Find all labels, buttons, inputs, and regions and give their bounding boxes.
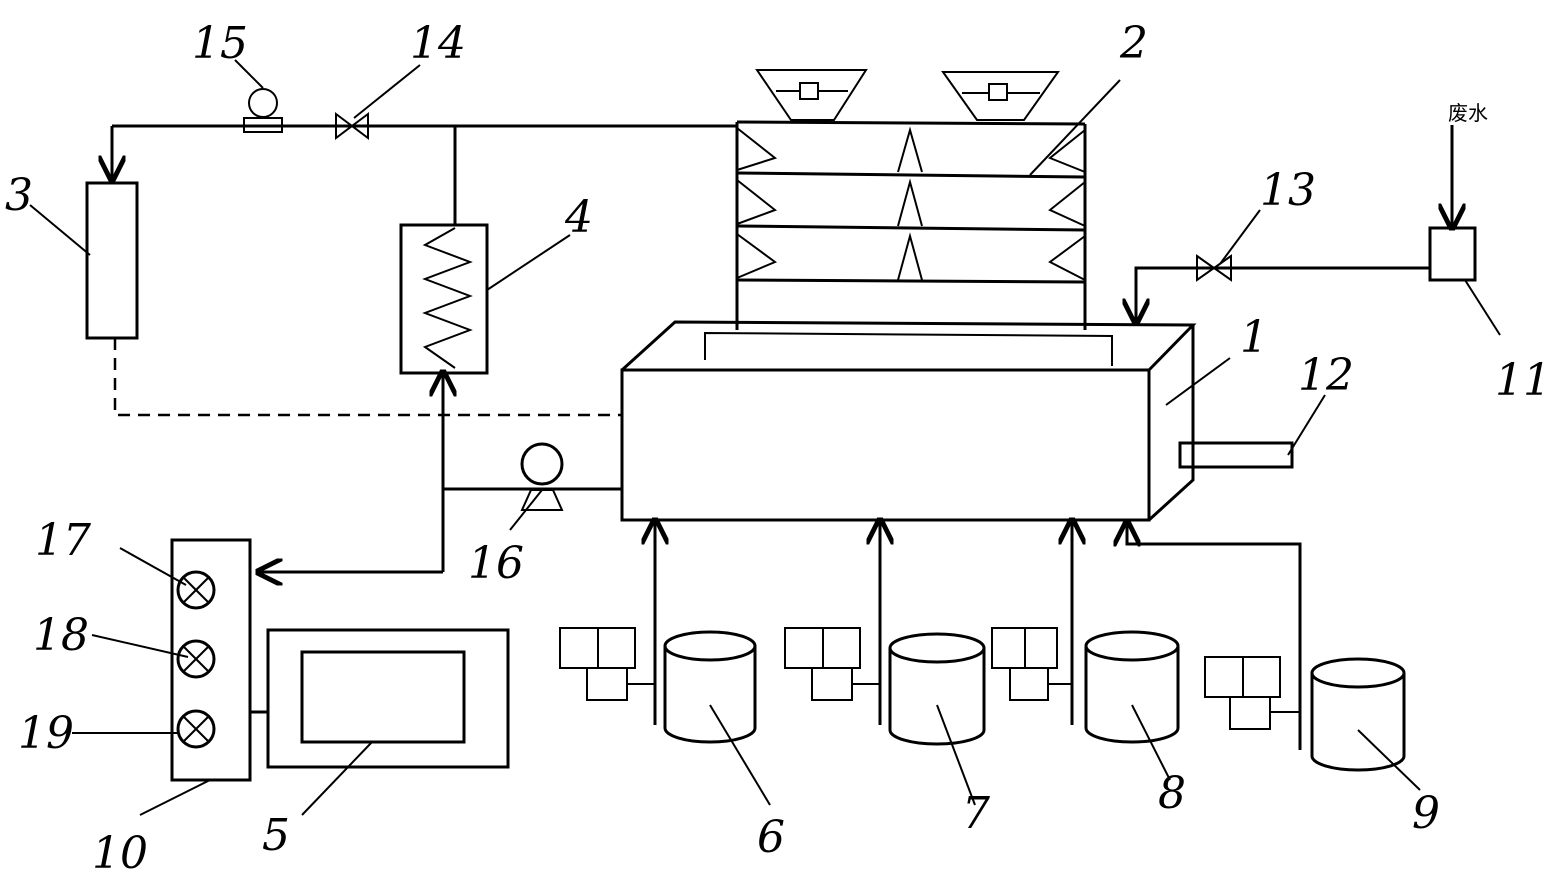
label-17: 17 — [35, 515, 91, 566]
label-14: 14 — [410, 18, 466, 69]
gauge-18 — [176, 639, 216, 679]
outlet-12 — [1178, 441, 1294, 469]
inlet-label: 废水 — [1448, 101, 1488, 125]
label-11: 11 — [1495, 355, 1551, 406]
label-19: 19 — [18, 708, 74, 759]
leader-lines — [29, 59, 1501, 816]
gauge-19 — [176, 709, 216, 749]
label-10: 10 — [92, 828, 148, 879]
label-13: 13 — [1260, 165, 1316, 216]
valve-14 — [335, 112, 369, 140]
heat-exchanger-4 — [399, 223, 489, 375]
label-7: 7 — [962, 788, 990, 839]
label-3: 3 — [5, 170, 33, 221]
inlet-line — [1136, 125, 1477, 323]
label-6: 6 — [757, 812, 785, 863]
label-9: 9 — [1412, 788, 1440, 839]
label-16: 16 — [468, 538, 524, 589]
gauge-17 — [176, 570, 216, 610]
pump-15 — [243, 88, 283, 133]
dosing-unit-8 — [991, 520, 1180, 744]
dosing-unit-9 — [1127, 522, 1406, 772]
label-2: 2 — [1119, 18, 1148, 69]
dosing-unit-6 — [559, 520, 757, 744]
number-labels: 1 2 3 4 5 6 7 8 9 10 11 12 13 14 15 16 1… — [5, 18, 1551, 879]
label-18: 18 — [33, 610, 89, 661]
label-12: 12 — [1298, 350, 1354, 401]
control-cabinet-10 — [170, 538, 268, 782]
display-5 — [266, 628, 510, 769]
dosing-unit-7 — [784, 520, 986, 746]
label-8: 8 — [1158, 768, 1186, 819]
label-5: 5 — [262, 810, 290, 861]
main-tank — [620, 320, 1197, 522]
column-3 — [85, 181, 622, 417]
filter-stack — [735, 69, 1087, 330]
label-15: 15 — [192, 18, 248, 69]
top-pipeline — [112, 124, 737, 226]
label-1: 1 — [1240, 312, 1268, 363]
pump-16-line — [258, 372, 622, 572]
label-4: 4 — [564, 192, 593, 243]
